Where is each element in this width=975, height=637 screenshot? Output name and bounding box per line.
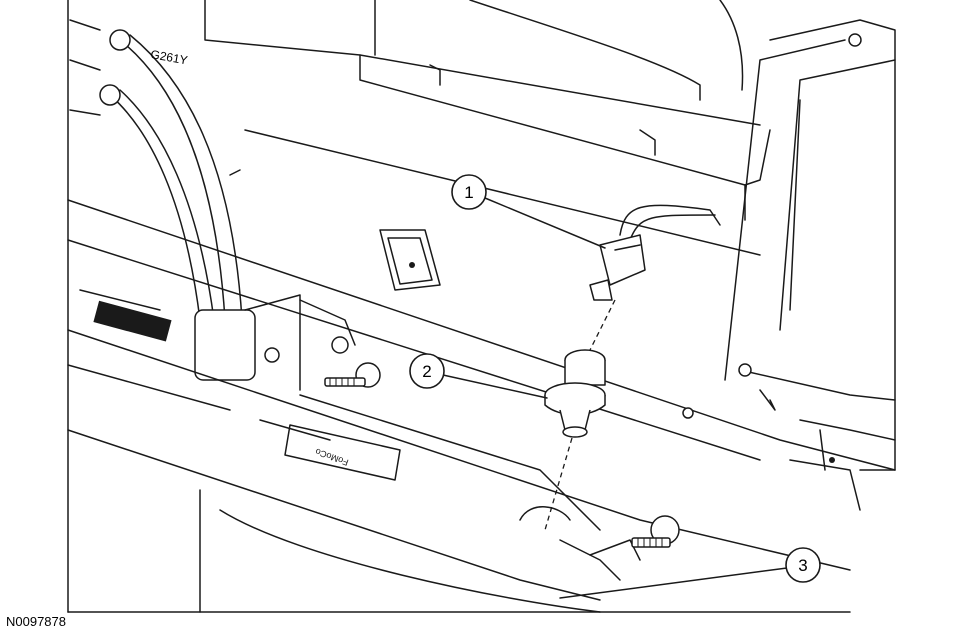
callout-1: 1 (451, 174, 606, 249)
callout-3-label: 3 (798, 556, 807, 575)
assembly-path-lower (544, 437, 573, 531)
mounting-stud-right (631, 515, 680, 548)
callout-1-label: 1 (464, 183, 473, 202)
upper-module-bracket (204, 0, 771, 256)
screw-head (682, 407, 694, 419)
svg-text:FoMoCo: FoMoCo (314, 446, 350, 467)
callout-3: 3 (559, 547, 821, 599)
foam-pad (379, 229, 441, 291)
part-1-clip (589, 204, 721, 301)
wire-label: G261Y (149, 47, 188, 67)
callout-2: 2 (409, 353, 548, 399)
mounting-stud-left (324, 362, 381, 388)
cable-harness: G261Y (69, 19, 256, 381)
figure-reference-id: N0097878 (6, 614, 66, 629)
side-module-housing (724, 19, 896, 511)
callout-2-label: 2 (422, 362, 431, 381)
trim-panel (67, 199, 896, 613)
part-2-push-pin (544, 349, 606, 438)
support-bracket (244, 294, 356, 391)
assembly-path-upper (589, 299, 616, 351)
frame-border (67, 0, 851, 613)
